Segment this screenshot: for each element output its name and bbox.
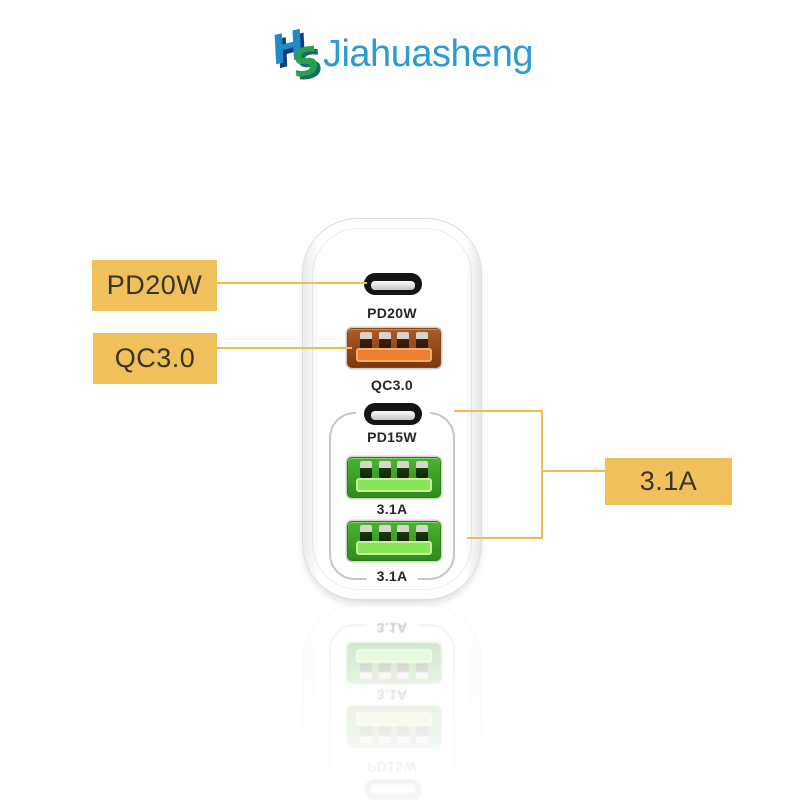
leader-line-pd20w — [217, 282, 367, 284]
usb-a-pin — [415, 461, 428, 478]
usb-a-pins — [360, 332, 428, 349]
brand-logo-text: Jiahuasheng — [322, 33, 534, 75]
usb-c-port-pd20w — [364, 273, 422, 295]
callout-qc30-label: QC3.0 — [114, 343, 196, 373]
usb-a-port-qc30 — [347, 328, 441, 368]
usb-a-pin — [360, 461, 372, 478]
usb-a-pin — [397, 461, 410, 478]
usb-c-pill — [364, 403, 422, 425]
charger-face-edge — [312, 228, 472, 590]
charger-reflection: PD20W QC3.0 PD15W — [302, 604, 482, 800]
bracket-line-to-label — [543, 470, 605, 472]
usb-a-pin — [397, 332, 410, 349]
port-label-pd20w: PD20W — [367, 305, 417, 321]
usb-a-pin — [378, 461, 391, 478]
usb-a-tongue — [356, 541, 432, 555]
usb-a-pin — [360, 332, 372, 349]
usb-c-port-pd15w — [356, 398, 430, 430]
usb-a-tongue — [356, 348, 432, 362]
callout-qc30: QC3.0 — [93, 333, 217, 384]
port-label-31a-2: 3.1A — [366, 568, 418, 584]
callout-pd20w-label: PD20W — [106, 270, 203, 300]
charger-unit: PD20W QC3.0 PD15W — [302, 218, 482, 600]
port-label-pd15w: PD15W — [367, 429, 417, 445]
usb-a-pins — [360, 461, 428, 478]
usb-a-pins — [360, 525, 428, 542]
usb-a-pin — [397, 525, 410, 542]
brand-logo: H H S S Jiahuasheng — [0, 22, 800, 86]
usb-a-pin — [360, 525, 372, 542]
usb-a-pin — [378, 332, 391, 349]
port-label-31a-1: 3.1A — [376, 501, 408, 517]
bracket-line-vertical — [541, 410, 543, 539]
usb-c-pin-slot — [371, 411, 415, 420]
callout-31a: 3.1A — [605, 458, 732, 505]
hs-cube-logo-icon: H H S S — [267, 22, 328, 86]
svg-text:S: S — [288, 37, 325, 86]
callout-pd20w: PD20W — [92, 260, 217, 311]
usb-a-port-31a-1 — [347, 457, 441, 498]
usb-a-tongue — [356, 478, 432, 492]
leader-line-qc30 — [217, 347, 352, 349]
usb-a-pin — [378, 525, 391, 542]
usb-a-port-31a-2 — [347, 521, 441, 561]
usb-c-pin-slot — [371, 281, 415, 290]
usb-a-pin — [415, 525, 428, 542]
bracket-line-top — [454, 410, 543, 412]
usb-a-pin — [415, 332, 428, 349]
bracket-line-bottom — [467, 537, 543, 539]
callout-31a-label: 3.1A — [639, 466, 698, 496]
port-label-qc30: QC3.0 — [371, 377, 413, 393]
